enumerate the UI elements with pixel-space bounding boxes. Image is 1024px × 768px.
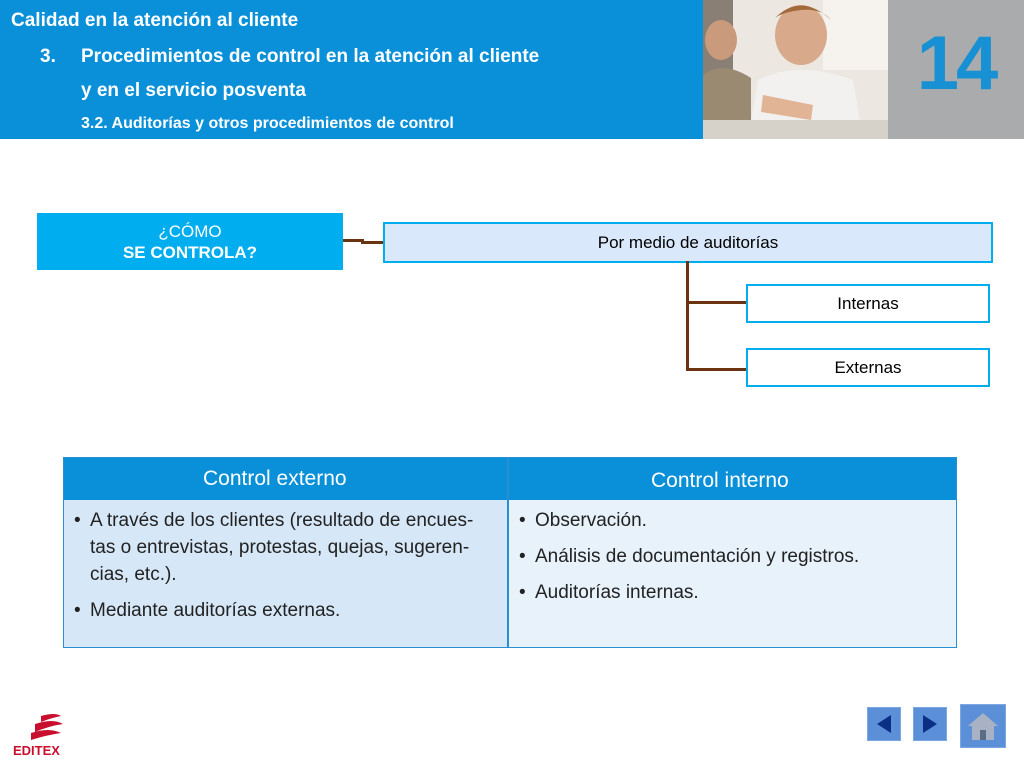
header-banner: Calidad en la atención al cliente 3. Pro… xyxy=(0,0,703,139)
header-photo xyxy=(703,0,888,139)
previous-icon xyxy=(877,715,891,733)
external-heading: Control externo xyxy=(64,458,507,500)
course-title: Calidad en la atención al cliente xyxy=(11,10,299,31)
internal-list: Observación. Análisis de documentación y… xyxy=(509,500,956,606)
list-item: Auditorías internas. xyxy=(517,579,948,606)
connector-externas xyxy=(686,368,746,371)
section-title-line2: y en el servicio posventa xyxy=(81,80,306,101)
previous-button[interactable] xyxy=(867,707,901,741)
node-externas: Externas xyxy=(746,348,990,387)
section-title-line1: Procedimientos de control en la atención… xyxy=(81,46,540,67)
section-number: 3. xyxy=(40,46,56,67)
editex-logo: EDITEX xyxy=(11,710,77,758)
list-item: Mediante auditorías externas. xyxy=(72,597,499,624)
node-internas: Internas xyxy=(746,284,990,323)
home-icon xyxy=(968,713,998,740)
next-icon xyxy=(923,715,937,733)
home-button[interactable] xyxy=(960,704,1006,748)
list-item: Análisis de documentación y registros. xyxy=(517,543,948,570)
external-list: A través de los clientes (resultado de e… xyxy=(64,500,507,624)
question-box: ¿CÓMO SE CONTROLA? xyxy=(37,213,343,270)
connector-vertical xyxy=(686,261,689,371)
list-item: Observación. xyxy=(517,507,948,534)
control-table: Control externo A través de los clientes… xyxy=(63,457,957,648)
audit-node: Por medio de auditorías xyxy=(383,222,993,263)
internal-heading: Control interno xyxy=(509,458,956,500)
connector-internas xyxy=(686,301,746,304)
chapter-number: 14 xyxy=(916,21,999,106)
question-line1: ¿CÓMO xyxy=(158,221,222,241)
connector-question-main-2 xyxy=(361,241,383,244)
svg-text:EDITEX: EDITEX xyxy=(13,743,60,758)
connector-question-main xyxy=(343,239,363,242)
external-column: Control externo A través de los clientes… xyxy=(64,458,509,647)
chapter-badge: 14 xyxy=(888,0,1024,139)
internal-column: Control interno Observación. Análisis de… xyxy=(509,458,956,647)
list-item: A través de los clientes (resultado de e… xyxy=(72,507,499,588)
next-button[interactable] xyxy=(913,707,947,741)
question-line2: SE CONTROLA? xyxy=(122,242,258,262)
subsection-title: 3.2. Auditorías y otros procedimientos d… xyxy=(81,115,454,132)
